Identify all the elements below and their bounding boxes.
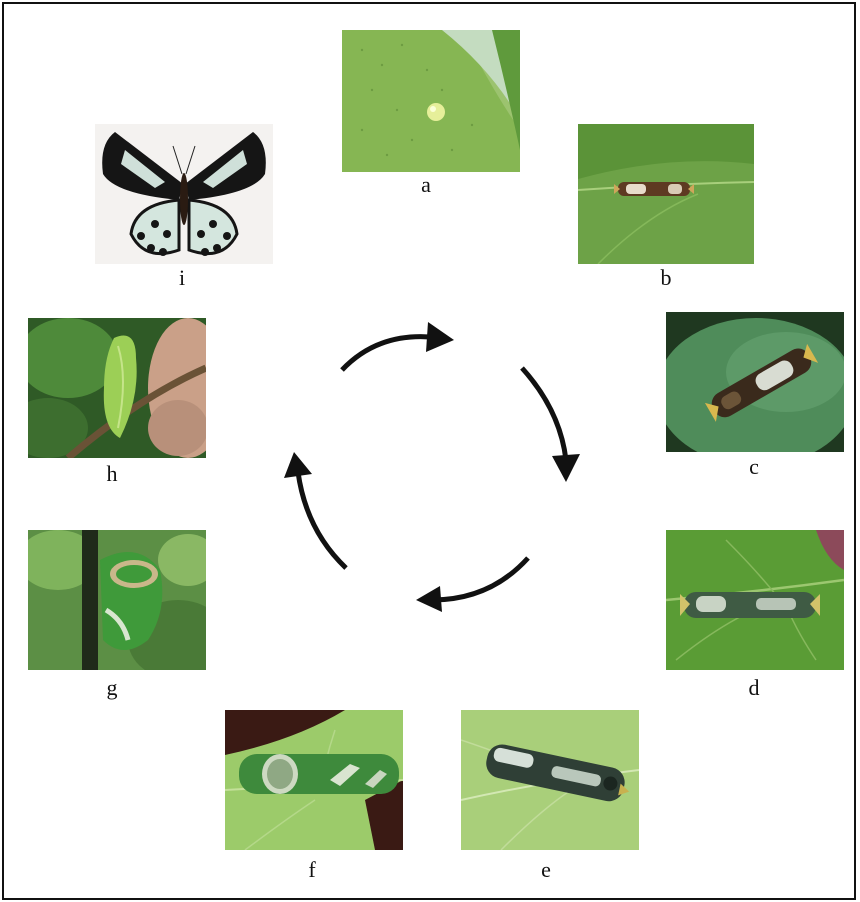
arrow-right-head	[552, 454, 580, 482]
photo-prepupa	[28, 530, 206, 670]
label-d: d	[734, 676, 774, 700]
life-cycle-arrows	[260, 300, 600, 630]
arrow-bottom	[432, 558, 528, 600]
photo-fourth-instar-larva	[461, 710, 639, 850]
photo-fifth-instar-larva	[225, 710, 403, 850]
arrow-left-head	[284, 452, 312, 478]
label-a: a	[406, 173, 446, 197]
arrow-top	[342, 337, 440, 370]
arrow-left	[298, 472, 346, 568]
photo-third-instar-larva	[666, 530, 844, 670]
arrow-bottom-head	[416, 586, 442, 612]
arrow-top-head	[426, 322, 454, 352]
label-b: b	[646, 266, 686, 290]
label-f: f	[292, 858, 332, 882]
arrow-right	[522, 368, 566, 460]
label-e: e	[526, 858, 566, 882]
photo-second-instar-larva	[666, 312, 844, 452]
photo-adult-butterfly	[95, 124, 273, 264]
photo-pupa	[28, 318, 206, 458]
label-g: g	[92, 676, 132, 700]
photo-first-instar-larva	[578, 124, 754, 264]
label-c: c	[734, 455, 774, 479]
label-h: h	[92, 462, 132, 486]
photo-egg	[342, 30, 520, 172]
label-i: i	[162, 266, 202, 290]
